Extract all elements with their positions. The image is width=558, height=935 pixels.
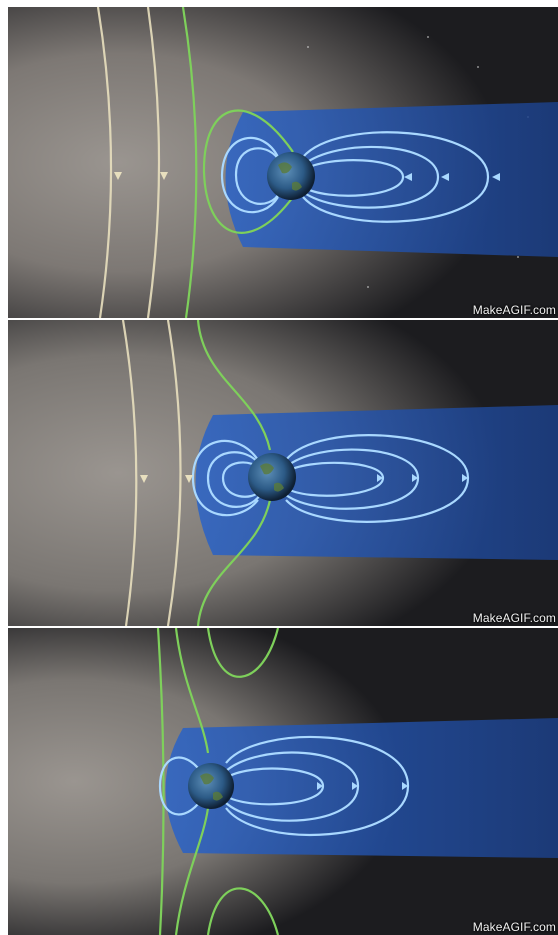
- watermark-2: MakeAGIF.com: [472, 611, 556, 625]
- solar-field-lines-3: [156, 628, 280, 935]
- earth-field-lines-1: [220, 131, 490, 223]
- solar-field-lines-2: [196, 320, 272, 626]
- arrow-marks-1: [114, 172, 168, 180]
- watermark-1: MakeAGIF.com: [472, 303, 556, 317]
- magnetosphere-scene-3: [8, 628, 558, 935]
- earth-globe-3: [188, 763, 234, 809]
- magnetotail-3: [165, 718, 558, 858]
- solar-wind-lines-1: [96, 7, 161, 318]
- solar-wind-lines-2: [121, 320, 182, 626]
- watermark-3: MakeAGIF.com: [472, 920, 556, 934]
- magnetotail-1: [225, 102, 558, 257]
- animation-frame-1: MakeAGIF.com: [8, 7, 558, 318]
- magnetotail-2: [195, 405, 558, 560]
- solar-field-lines-1: [181, 7, 294, 318]
- magnetosphere-scene-2: [8, 320, 558, 626]
- animation-frame-3: MakeAGIF.com: [8, 628, 558, 935]
- magnetosphere-scene-1: [8, 7, 558, 318]
- earth-globe-1: [267, 152, 315, 200]
- earth-globe-2: [248, 453, 296, 501]
- animation-frame-2: MakeAGIF.com: [8, 320, 558, 626]
